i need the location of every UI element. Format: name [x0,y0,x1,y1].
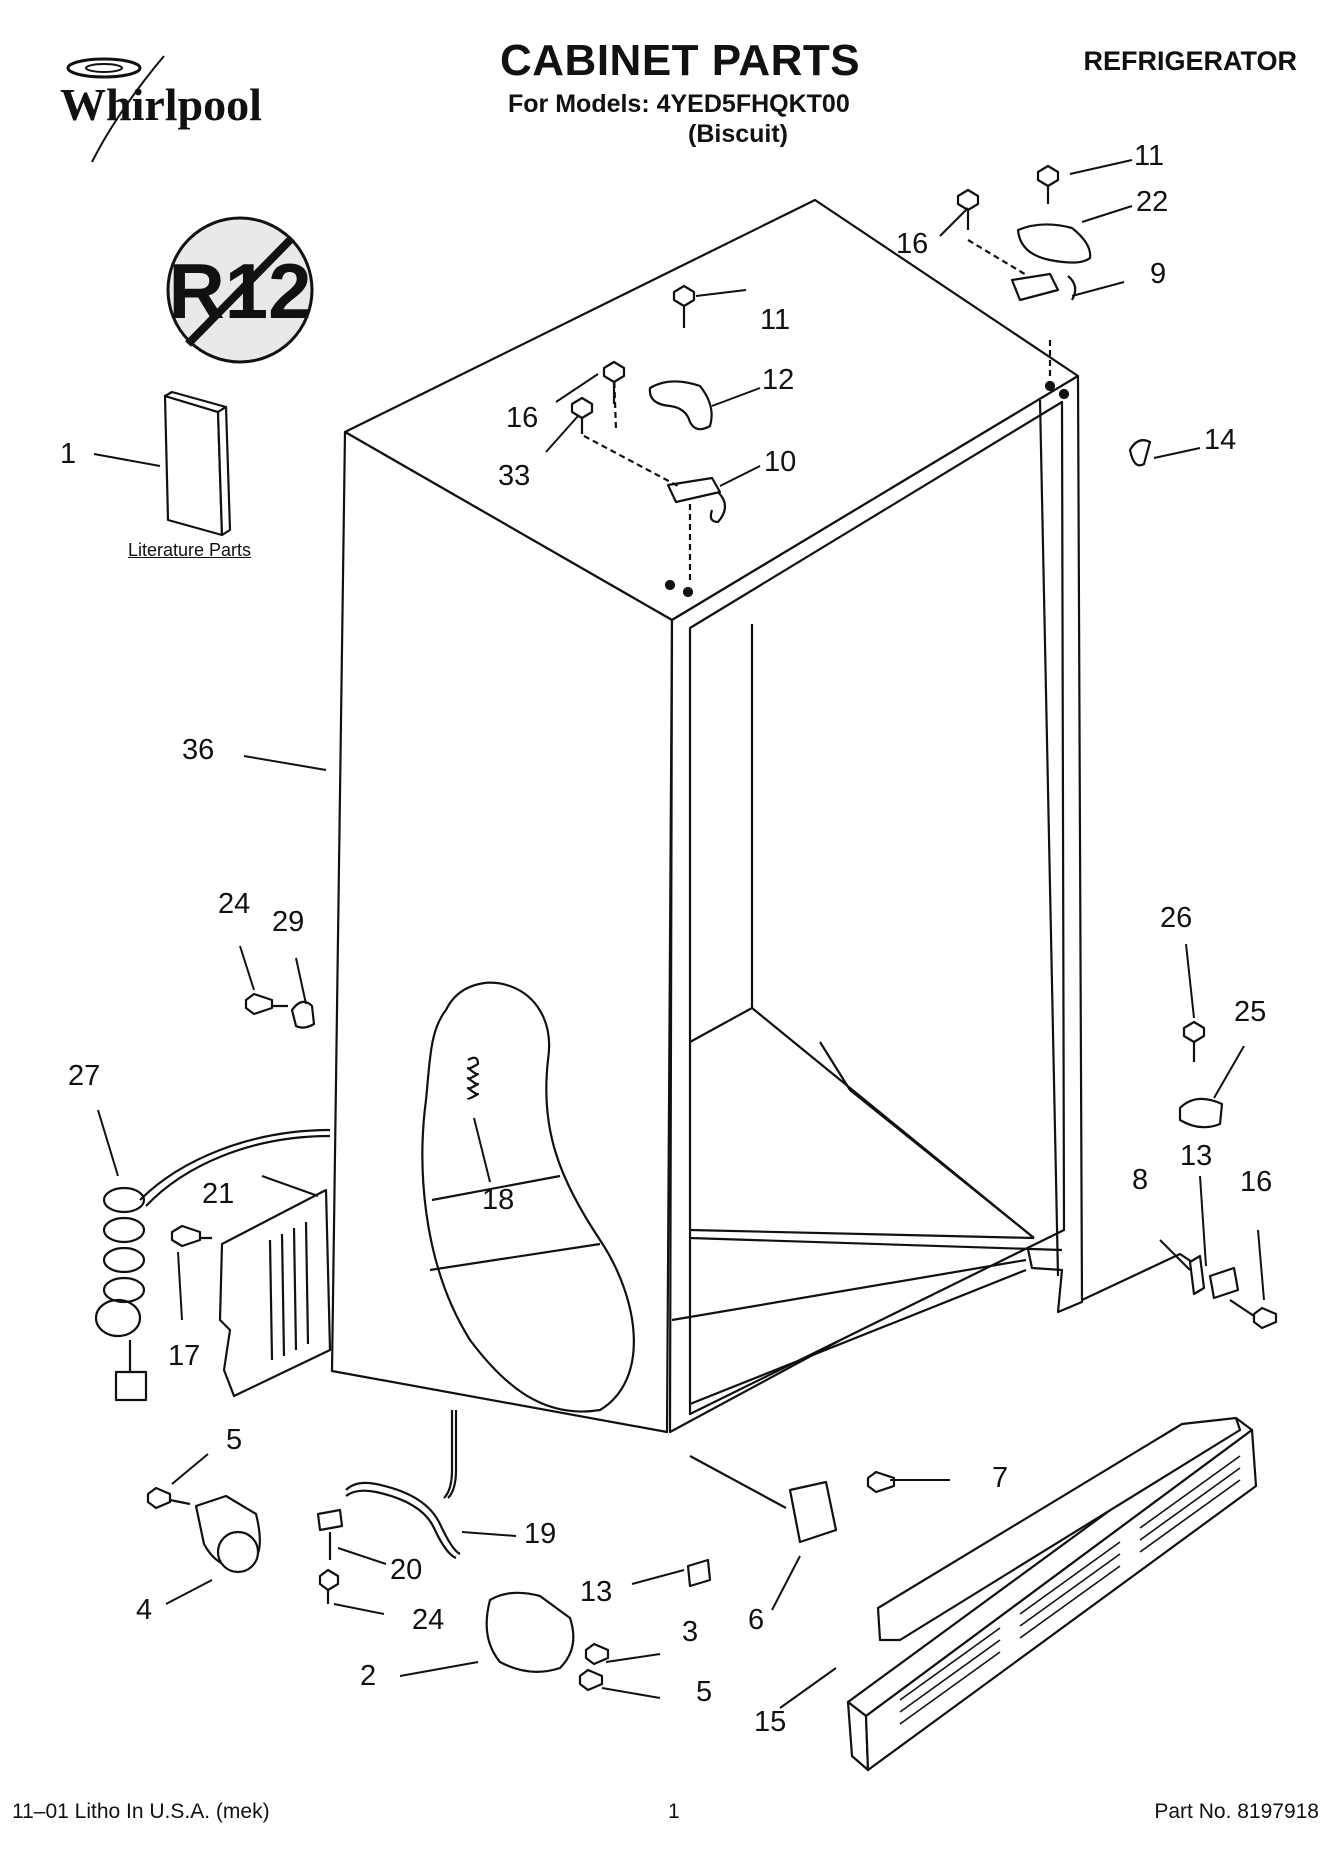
callout-label: 16 [1240,1166,1273,1198]
callout-label: 26 [1160,902,1193,934]
page-title: CABINET PARTS [500,36,861,85]
no-r12-badge: R12 [166,216,314,364]
callout-label: 11 [760,304,791,336]
side-cutaway [421,981,635,1413]
callout-label: 17 [168,1340,201,1372]
callout-label: 25 [1234,996,1267,1028]
callout-label: 4 [136,1594,153,1626]
callout-label: 5 [696,1676,713,1708]
callout-label: 24 [218,888,251,920]
callout-label: 2 [360,1660,377,1692]
callout-label: 33 [498,460,531,492]
callout-label: 24 [412,1604,445,1636]
brand-logo: Whirlpool [60,79,262,130]
right-side-brackets [1081,1020,1278,1330]
top-hinge-right [967,223,1092,400]
callout-label: 13 [580,1576,613,1608]
brand-swirl-icon [66,55,165,163]
callout-label: 13 [1180,1140,1213,1172]
drain-coil-18 [466,1056,480,1100]
part-number: Part No. 8197918 [1154,1800,1319,1823]
print-info: 11–01 Litho In U.S.A. (mek) [12,1800,270,1823]
callout-label: 22 [1136,186,1169,218]
callout-label: 8 [1132,1164,1149,1196]
top-screws [570,164,1152,467]
callout-label: 14 [1204,424,1237,456]
models-line: For Models: 4YED5FHQKT00 [508,90,850,118]
callout-label: 18 [482,1184,515,1216]
literature-parts-label: Literature Parts [128,540,252,560]
callout-label: 19 [524,1518,557,1550]
callout-label: 20 [390,1554,423,1586]
callout-label: 16 [506,402,539,434]
callout-label: 16 [896,228,929,260]
callout-label: 36 [182,734,215,766]
callout-label: 5 [226,1424,243,1456]
appliance-type: REFRIGERATOR [1083,46,1297,76]
callout-label: 15 [754,1706,787,1738]
electrical-box [170,1188,332,1398]
callout-label: 29 [272,906,305,938]
bottom-hinge [485,1591,575,1673]
bottom-parts [146,1410,1258,1772]
callout-label: 12 [762,364,795,396]
callout-label: 27 [68,1060,101,1092]
callout-label: 3 [682,1616,699,1648]
cabinet-clip-14 [1128,439,1152,467]
callout-label: 10 [764,446,797,478]
callout-label: 1 [60,438,77,470]
leader-arrows [93,159,1265,1709]
page-number: 1 [668,1800,680,1823]
callout-label: 7 [992,1462,1009,1494]
callout-label: 6 [748,1604,765,1636]
callout-label: 11 [1134,140,1165,172]
top-hinge-left [583,371,727,598]
side-screw-and-clip [244,992,316,1029]
callout-label: 9 [1150,258,1167,290]
literature-booklet [163,390,232,537]
power-cord [94,1128,331,1402]
model-variant: (Biscuit) [688,120,788,148]
callout-label: 21 [202,1178,235,1210]
